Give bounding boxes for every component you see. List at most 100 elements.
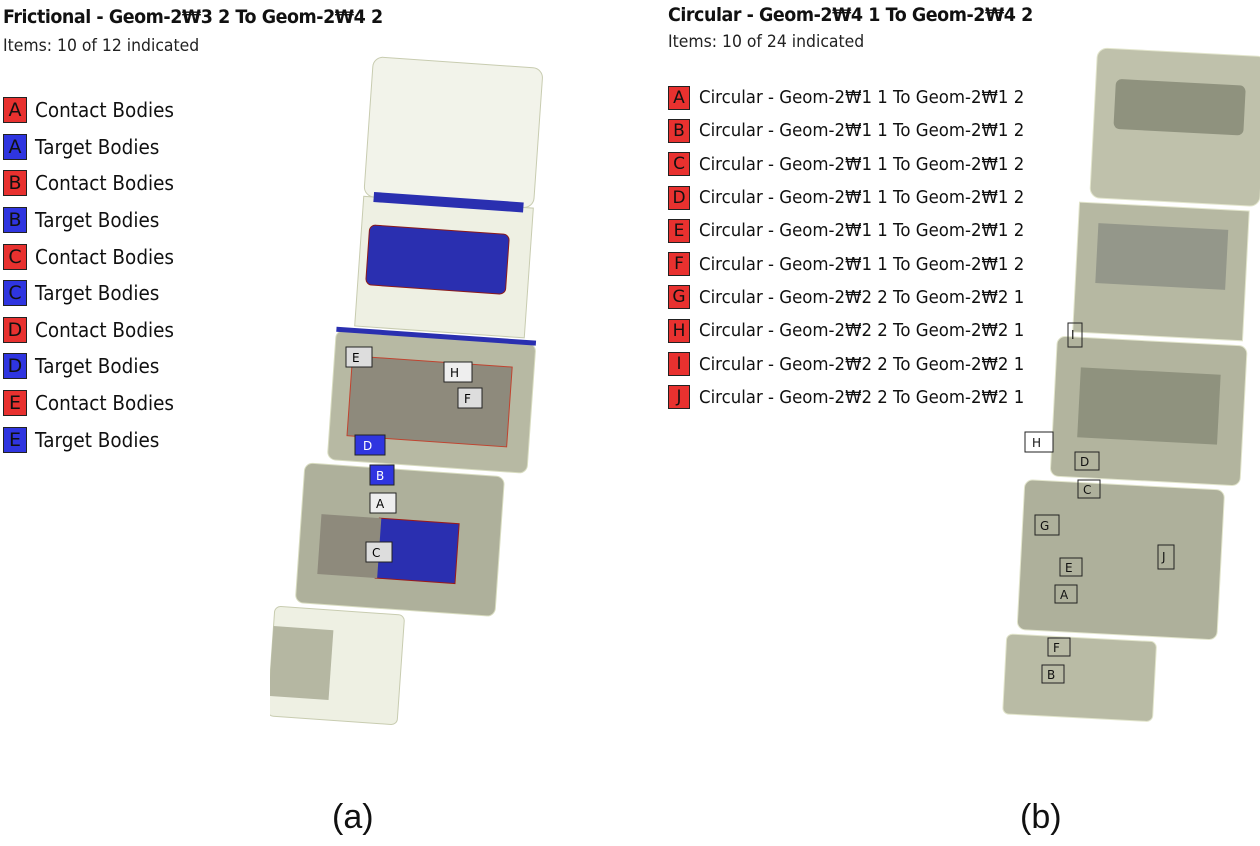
model-cavity	[346, 355, 513, 448]
svg-text:A: A	[376, 497, 385, 511]
legend-letter-badge: B	[3, 207, 27, 234]
legend-item[interactable]: D Contact Bodies	[3, 312, 186, 349]
panel-b-title: Circular - Geom-2₩4 1 To Geom-2₩4 2	[668, 4, 1033, 26]
legend-item[interactable]: A Circular - Geom-2₩1 1 To Geom-2₩1 2	[668, 81, 1053, 114]
legend-letter-badge: D	[3, 316, 27, 343]
legend-label: Circular - Geom-2₩2 2 To Geom-2₩2 1	[699, 286, 1025, 308]
legend-item[interactable]: G Circular - Geom-2₩2 2 To Geom-2₩2 1	[668, 281, 1053, 314]
target-body-highlight	[365, 224, 510, 295]
legend-letter-badge: C	[668, 152, 690, 177]
svg-text:B: B	[376, 469, 384, 483]
panel-a-caption: (a)	[332, 798, 374, 836]
model-cavity	[317, 514, 382, 579]
legend-label: Circular - Geom-2₩1 1 To Geom-2₩1 2	[699, 87, 1025, 109]
target-body-edge	[336, 326, 537, 346]
legend-letter-badge: D	[3, 353, 27, 380]
legend-label: Contact Bodies	[35, 98, 175, 123]
legend-item[interactable]: I Circular - Geom-2₩2 2 To Geom-2₩2 1	[668, 347, 1053, 380]
legend-item[interactable]: D Circular - Geom-2₩1 1 To Geom-2₩1 2	[668, 181, 1053, 214]
panel-a-model-view[interactable]: D B A C E H F	[270, 50, 550, 740]
svg-text:F: F	[1053, 641, 1060, 655]
legend-letter-badge: I	[668, 352, 690, 377]
model-plate	[1016, 479, 1225, 640]
panel-b-items-count: Items: 10 of 24 indicated	[668, 32, 865, 52]
legend-letter-badge: C	[3, 243, 27, 270]
svg-text:I: I	[1071, 328, 1075, 342]
legend-item[interactable]: F Circular - Geom-2₩1 1 To Geom-2₩1 2	[668, 247, 1053, 280]
legend-item[interactable]: D Target Bodies	[3, 348, 186, 385]
svg-text:B: B	[1047, 668, 1055, 682]
svg-text:H: H	[450, 366, 459, 380]
svg-text:E: E	[352, 351, 360, 365]
legend-item[interactable]: B Target Bodies	[3, 202, 186, 239]
legend-item[interactable]: E Circular - Geom-2₩1 1 To Geom-2₩1 2	[668, 214, 1053, 247]
legend-item[interactable]: A Target Bodies	[3, 129, 186, 166]
svg-text:C: C	[1083, 483, 1091, 497]
svg-text:E: E	[1065, 561, 1073, 575]
legend-item[interactable]: C Contact Bodies	[3, 238, 186, 275]
legend-item[interactable]: E Contact Bodies	[3, 385, 186, 422]
legend-label: Circular - Geom-2₩2 2 To Geom-2₩2 1	[699, 353, 1025, 375]
model-markers: H D C G E A J I F B	[1024, 322, 1175, 684]
legend-label: Circular - Geom-2₩2 2 To Geom-2₩2 1	[699, 386, 1025, 408]
svg-text:H: H	[1032, 436, 1041, 450]
legend-item[interactable]: E Target Bodies	[3, 421, 186, 458]
legend-label: Target Bodies	[35, 208, 160, 233]
legend-letter-badge: A	[3, 97, 27, 124]
legend-letter-badge: F	[668, 252, 690, 277]
svg-text:D: D	[363, 439, 372, 453]
model-markers: D B A C E H F	[345, 346, 483, 563]
legend-label: Contact Bodies	[35, 244, 175, 269]
legend-label: Circular - Geom-2₩1 1 To Geom-2₩1 2	[699, 153, 1025, 175]
legend-letter-badge: B	[668, 118, 690, 143]
panel-a-title: Frictional - Geom-2₩3 2 To Geom-2₩4 2	[3, 6, 383, 28]
model-plate	[1002, 633, 1157, 722]
legend-item[interactable]: B Circular - Geom-2₩1 1 To Geom-2₩1 2	[668, 114, 1053, 147]
svg-text:G: G	[1040, 519, 1049, 533]
legend-label: Target Bodies	[35, 427, 160, 452]
legend-label: Contact Bodies	[35, 171, 175, 196]
panel-a-items-count: Items: 10 of 12 indicated	[3, 36, 200, 56]
legend-letter-badge: B	[3, 170, 27, 197]
legend-label: Circular - Geom-2₩1 1 To Geom-2₩1 2	[699, 120, 1025, 142]
legend-letter-badge: A	[668, 85, 690, 110]
legend-item[interactable]: J Circular - Geom-2₩2 2 To Geom-2₩2 1	[668, 381, 1053, 414]
target-body-edge	[373, 191, 524, 213]
svg-text:C: C	[372, 546, 380, 560]
svg-text:J: J	[1161, 550, 1166, 564]
legend-item[interactable]: B Contact Bodies	[3, 165, 186, 202]
model-cavity	[1113, 79, 1246, 136]
model-cavity	[1095, 223, 1229, 290]
legend-letter-badge: D	[668, 185, 690, 210]
legend-item[interactable]: A Contact Bodies	[3, 92, 186, 129]
legend-label: Contact Bodies	[35, 391, 175, 416]
panel-b-model-view[interactable]: H D C G E A J I F B	[1000, 40, 1260, 730]
legend-label: Circular - Geom-2₩1 1 To Geom-2₩1 2	[699, 253, 1025, 275]
legend-letter-badge: J	[668, 385, 690, 410]
legend-letter-badge: A	[3, 133, 27, 160]
legend-letter-badge: E	[3, 426, 27, 453]
model-plate	[270, 626, 334, 701]
model-plate	[363, 56, 543, 208]
legend-letter-badge: C	[3, 280, 27, 307]
legend-item[interactable]: C Target Bodies	[3, 275, 186, 312]
legend-label: Circular - Geom-2₩1 1 To Geom-2₩1 2	[699, 187, 1025, 209]
svg-text:F: F	[464, 392, 471, 406]
legend-letter-badge: G	[668, 285, 690, 310]
legend-label: Target Bodies	[35, 134, 160, 159]
legend-label: Circular - Geom-2₩1 1 To Geom-2₩1 2	[699, 220, 1025, 242]
legend-label: Target Bodies	[35, 281, 160, 306]
legend-item[interactable]: C Circular - Geom-2₩1 1 To Geom-2₩1 2	[668, 148, 1053, 181]
svg-text:A: A	[1060, 588, 1069, 602]
legend-letter-badge: H	[668, 318, 690, 343]
panel-b-caption: (b)	[1020, 798, 1062, 836]
svg-text:D: D	[1080, 455, 1089, 469]
panel-b-legend: A Circular - Geom-2₩1 1 To Geom-2₩1 2 B Cir…	[668, 81, 1053, 414]
legend-letter-badge: E	[3, 390, 27, 417]
model-cavity	[1077, 367, 1221, 445]
legend-label: Contact Bodies	[35, 317, 175, 342]
legend-letter-badge: E	[668, 218, 690, 243]
legend-label: Target Bodies	[35, 354, 160, 379]
